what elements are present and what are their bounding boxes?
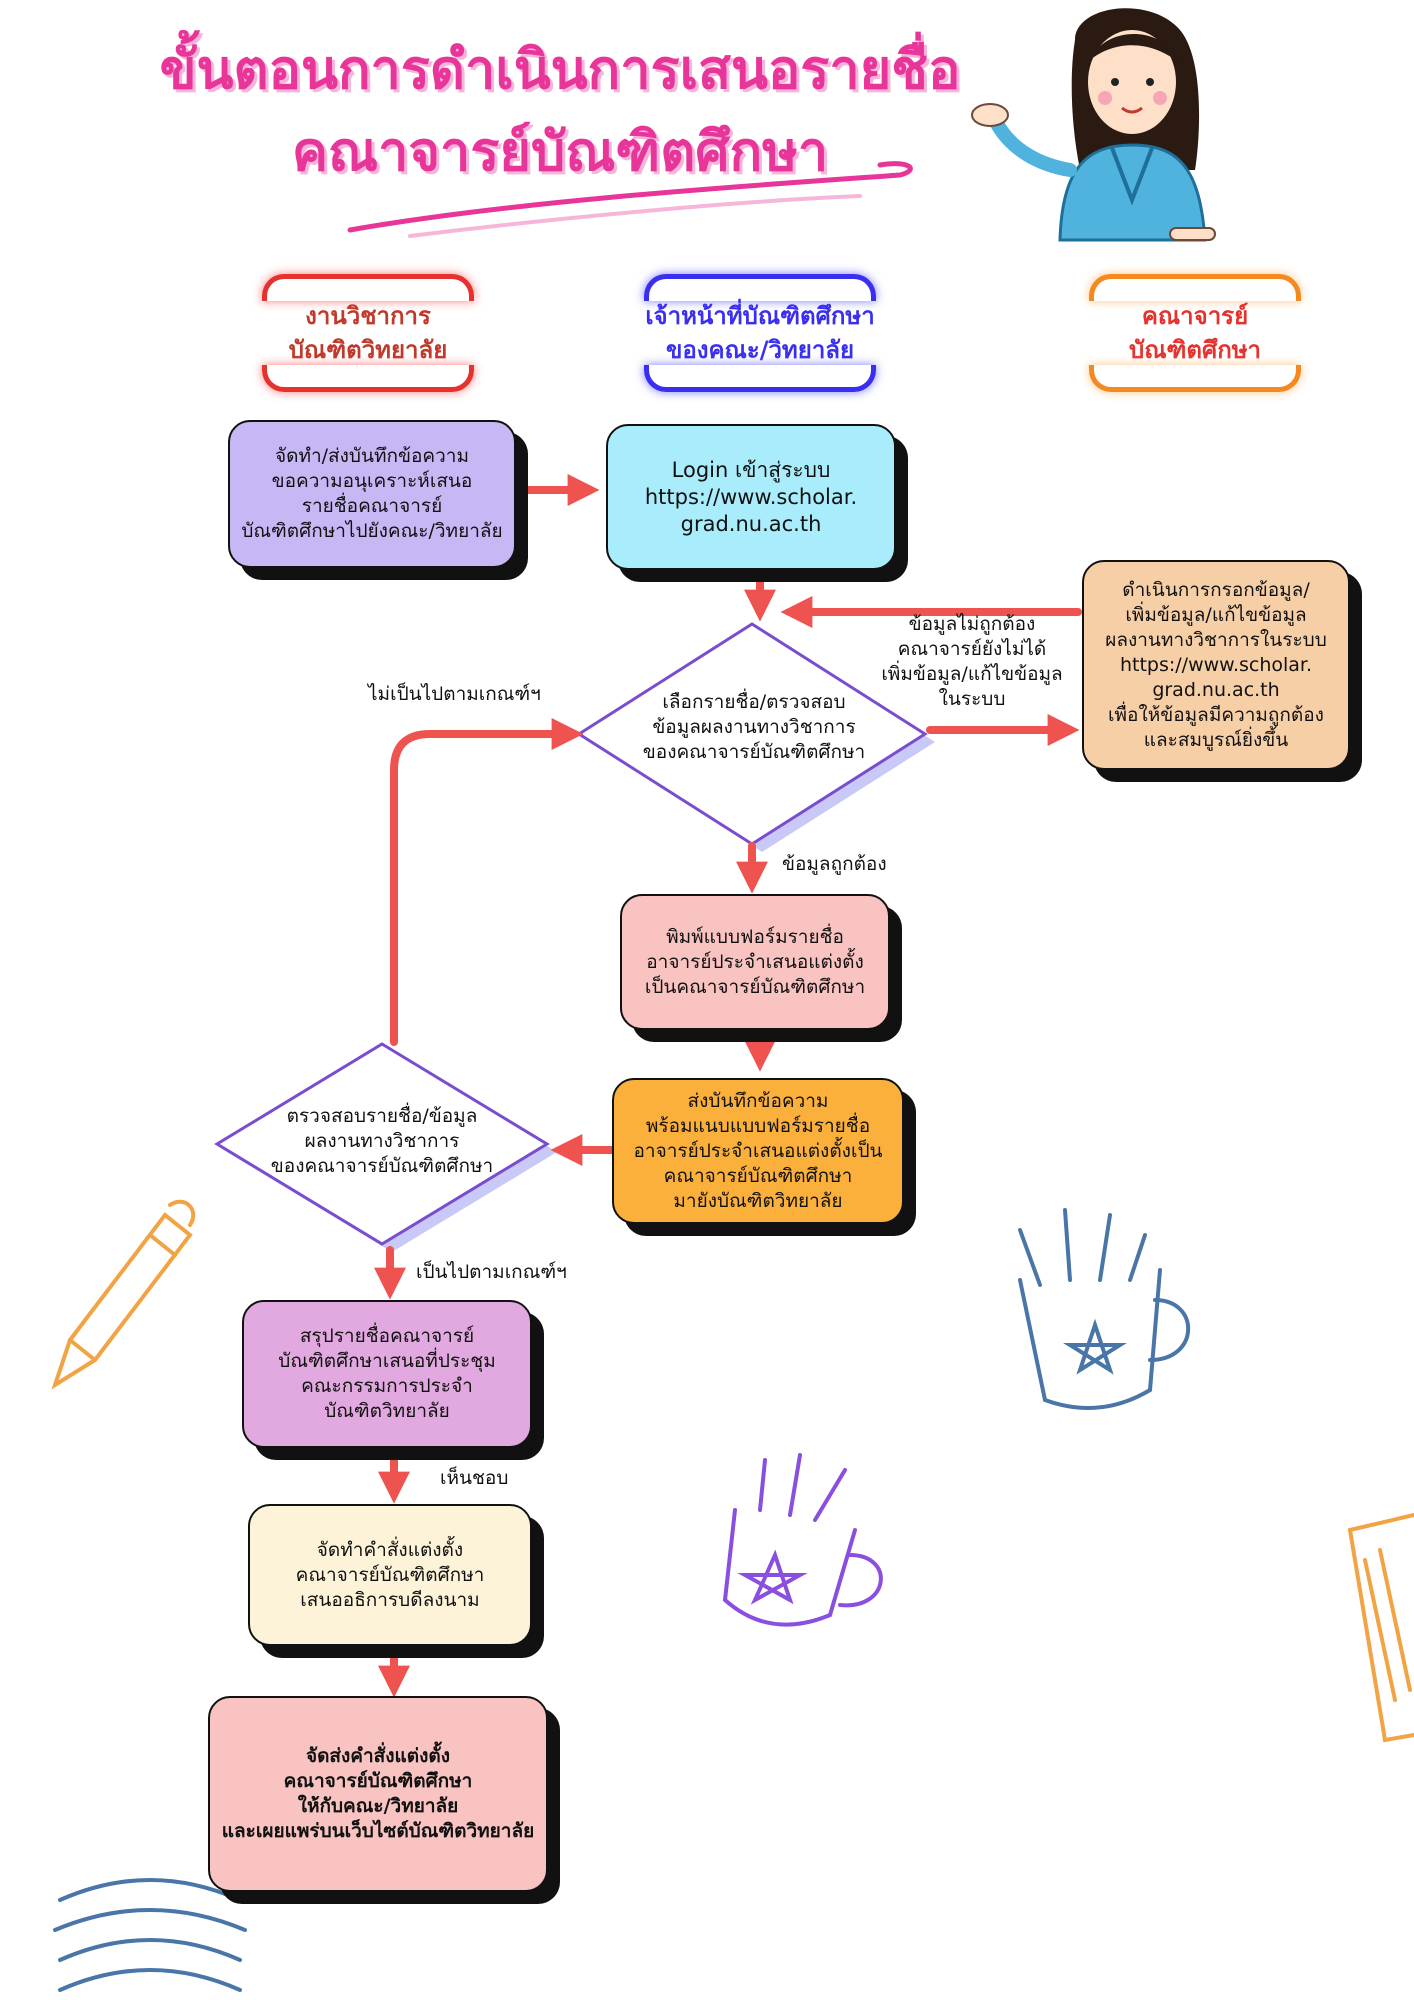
decision-verify bbox=[214, 1042, 550, 1246]
step-login: Login เข้าสู่ระบบ https://www.scholar. g… bbox=[606, 424, 896, 570]
lane-bracket-bottom bbox=[262, 365, 474, 392]
pencil-cup-doodle-icon bbox=[1018, 1208, 1191, 1410]
label-data-incorrect: ข้อมูลไม่ถูกต้อง คณาจารย์ยังไม่ได้ เพิ่ม… bbox=[881, 613, 1063, 710]
step-text: สรุปรายชื่อคณาจารย์ บัณฑิตศึกษาเสนอที่ปร… bbox=[278, 1325, 496, 1422]
step-summarize: สรุปรายชื่อคณาจารย์ บัณฑิตศึกษาเสนอที่ปร… bbox=[242, 1300, 532, 1448]
lane-graduate-school: งานวิชาการ บัณฑิตวิทยาลัย bbox=[258, 268, 478, 398]
title-swoosh bbox=[347, 161, 913, 233]
lane-graduate-faculty: คณาจารย์ บัณฑิตศึกษา bbox=[1085, 268, 1305, 398]
decision-verify-text: ตรวจสอบรายชื่อ/ข้อมูล ผลงานทางวิชาการ ขอ… bbox=[270, 1105, 494, 1177]
lane-label: คณาจารย์ บัณฑิตศึกษา bbox=[1128, 302, 1262, 364]
lane-bracket-top bbox=[644, 274, 876, 301]
ruler-doodle-icon bbox=[1348, 1513, 1414, 1743]
step-text: ส่งบันทึกข้อความ พร้อมแนบแบบฟอร์มรายชื่อ… bbox=[633, 1089, 883, 1212]
title-swoosh-2 bbox=[408, 194, 862, 238]
lane-label: งานวิชาการ บัณฑิตวิทยาลัย bbox=[288, 302, 448, 364]
lane-bracket-bottom bbox=[1089, 365, 1301, 392]
decision-select-check-text: เลือกรายชื่อ/ตรวจสอบ ข้อมูลผลงานทางวิชาก… bbox=[642, 691, 866, 763]
page-subtitle: คณาจารย์บัณฑิตศึกษา bbox=[291, 120, 829, 183]
step-draft-order: จัดทำคำสั่งแต่งตั้ง คณาจารย์บัณฑิตศึกษา … bbox=[248, 1504, 532, 1646]
step-text: จัดส่งคำสั่งแต่งตั้ง คณาจารย์บัณฑิตศึกษา… bbox=[221, 1745, 535, 1842]
label-meet-criteria: เป็นไปตามเกณฑ์ฯ bbox=[416, 1261, 567, 1283]
step-print-form: พิมพ์แบบฟอร์มรายชื่อ อาจารย์ประจำเสนอแต่… bbox=[620, 894, 890, 1030]
lane-bracket-top bbox=[262, 274, 474, 301]
pencil-doodle-icon bbox=[51, 1199, 196, 1390]
step-faculty-fill-data: ดำเนินการกรอกข้อมูล/ เพิ่มข้อมูล/แก้ไขข้… bbox=[1082, 560, 1350, 770]
step-send-memo: จัดทำ/ส่งบันทึกข้อความ ขอความอนุเคราะห์เ… bbox=[228, 420, 516, 568]
arrow-verify-loop-back bbox=[390, 718, 584, 1046]
step-text: Login เข้าสู่ระบบ https://www.scholar. g… bbox=[644, 457, 858, 536]
step-send-form: ส่งบันทึกข้อความ พร้อมแนบแบบฟอร์มรายชื่อ… bbox=[612, 1078, 904, 1224]
step-distribute-order: จัดส่งคำสั่งแต่งตั้ง คณาจารย์บัณฑิตศึกษา… bbox=[208, 1696, 548, 1892]
clips-doodle-icon bbox=[53, 1878, 247, 1992]
step-text: ดำเนินการกรอกข้อมูล/ เพิ่มข้อมูล/แก้ไขข้… bbox=[1105, 578, 1327, 751]
purple-cup-doodle-icon bbox=[722, 1453, 883, 1627]
page-title: ขั้นตอนการดำเนินการเสนอรายชื่อ bbox=[159, 38, 961, 101]
lane-bracket-top bbox=[1089, 274, 1301, 301]
label-data-correct: ข้อมูลถูกต้อง bbox=[782, 853, 887, 875]
step-text: พิมพ์แบบฟอร์มรายชื่อ อาจารย์ประจำเสนอแต่… bbox=[644, 925, 866, 998]
step-text: จัดทำ/ส่งบันทึกข้อความ ขอความอนุเคราะห์เ… bbox=[241, 445, 503, 542]
lane-bracket-bottom bbox=[644, 365, 876, 392]
label-not-meet-criteria: ไม่เป็นไปตามเกณฑ์ฯ bbox=[368, 683, 541, 705]
lane-label: เจ้าหน้าที่บัณฑิตศึกษา ของคณะ/วิทยาลัย bbox=[645, 302, 875, 364]
lane-faculty-staff: เจ้าหน้าที่บัณฑิตศึกษา ของคณะ/วิทยาลัย bbox=[640, 268, 880, 398]
step-text: จัดทำคำสั่งแต่งตั้ง คณาจารย์บัณฑิตศึกษา … bbox=[295, 1538, 485, 1611]
teacher-illustration bbox=[971, 8, 1216, 242]
label-approved: เห็นชอบ bbox=[440, 1467, 509, 1489]
